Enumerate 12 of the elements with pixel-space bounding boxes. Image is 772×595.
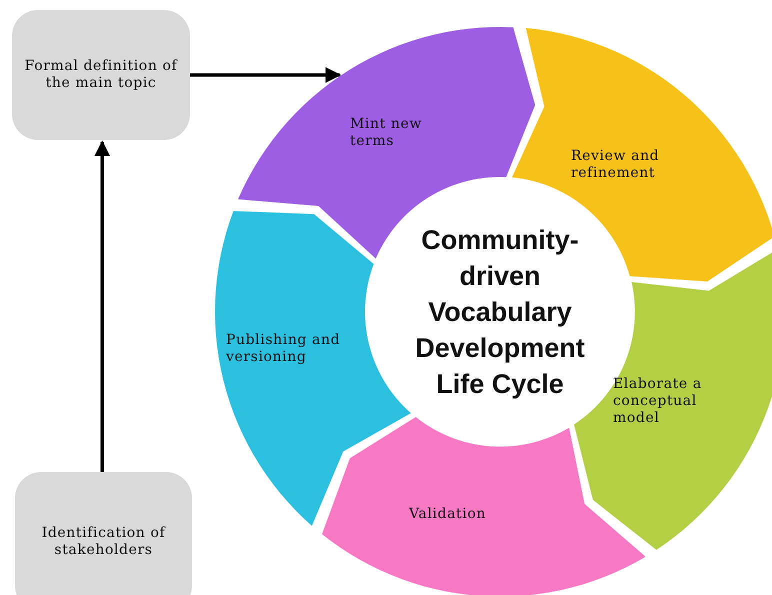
arrow <box>94 140 110 472</box>
box-label: Formal definition of the main topic <box>24 58 178 92</box>
segment-label: Publishing and versioning <box>226 332 342 366</box>
segment-label: Review and refinement <box>570 148 660 182</box>
segment-label: Mint new terms <box>350 116 423 150</box>
cycle-title: Community-driven Vocabulary Development Life Cycle <box>414 224 586 401</box>
arrow <box>190 67 342 83</box>
process-box <box>12 10 190 140</box>
box-label: Identification of stakeholders <box>40 525 166 559</box>
process-box <box>15 472 192 595</box>
segment-label: Validation <box>408 506 487 523</box>
segment-label: Elaborate a conceptual model <box>612 376 703 427</box>
